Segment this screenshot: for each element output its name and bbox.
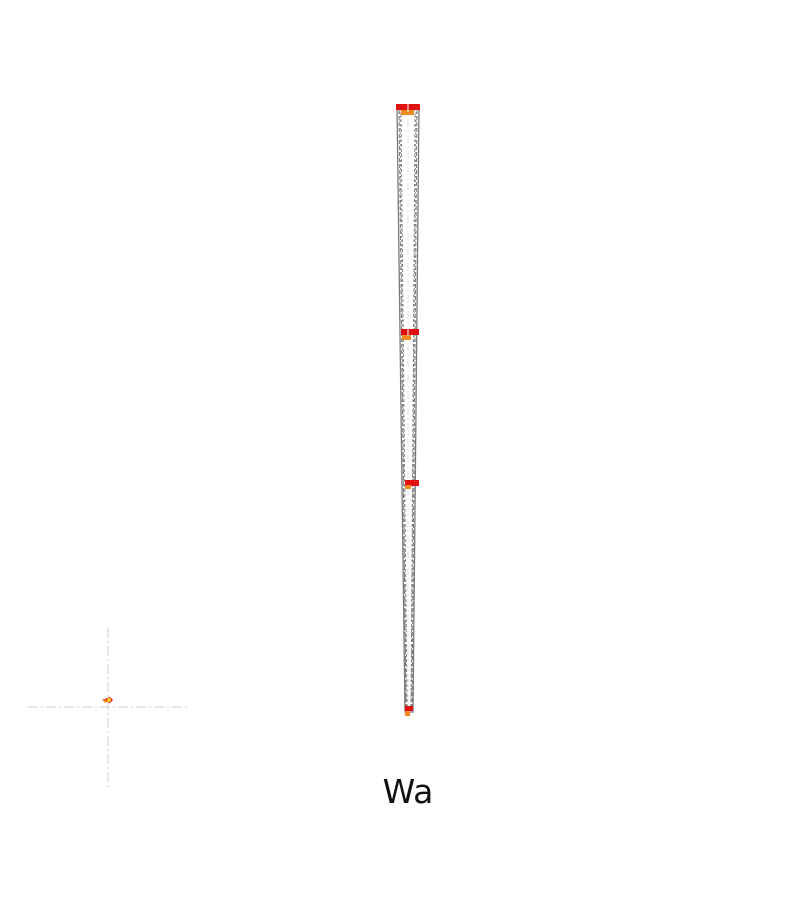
station-marker-tip [405,706,413,716]
station-marker-middle [405,480,419,489]
body-rail-right [410,111,417,709]
element-label: Wa [382,772,434,811]
station-marker-top [396,103,420,115]
body-rail-left [399,111,407,709]
station-marker-upper [401,328,419,340]
origin-crosshair [28,628,190,788]
origin-marker [102,697,113,703]
